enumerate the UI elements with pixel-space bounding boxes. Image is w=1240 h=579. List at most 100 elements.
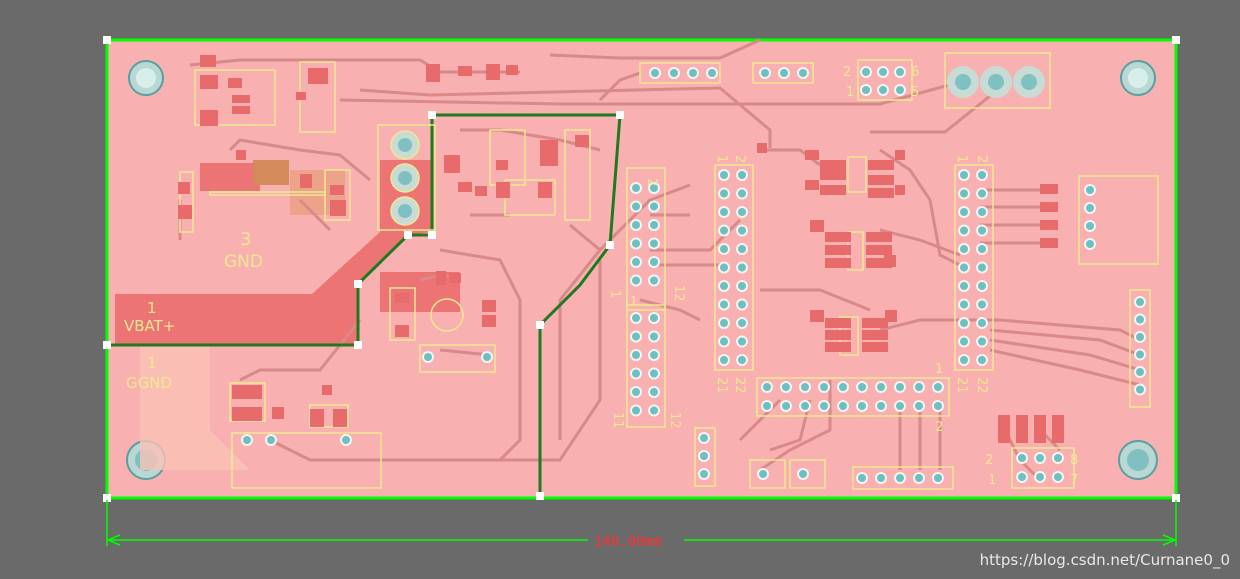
via-pad (648, 312, 660, 324)
via-pad (958, 187, 970, 200)
hdr-e-label-1: 1 (935, 362, 943, 377)
via-pad (894, 381, 906, 393)
via-pad (648, 349, 660, 361)
via-pad (976, 187, 988, 200)
via-pad (1052, 471, 1064, 483)
via-pad (759, 67, 771, 79)
via-pad (1052, 452, 1064, 464)
via-pad (648, 200, 660, 213)
via-pad (630, 330, 642, 343)
hdr-c-label-21: 21 (954, 377, 969, 394)
via-pad (481, 351, 493, 363)
via-pad (875, 381, 887, 393)
via-pad (958, 298, 970, 311)
hdr-b-label-22: 22 (732, 377, 747, 394)
via-pad (630, 386, 642, 398)
via-pad (718, 280, 730, 292)
hdr-g-label-1: 1 (988, 473, 996, 488)
via-pad (913, 472, 925, 484)
via-pad (648, 256, 660, 268)
via-pad (976, 317, 988, 329)
gnd-pad-number: 3 (240, 229, 251, 250)
via-pad (877, 84, 889, 96)
via-pad (718, 224, 730, 237)
ggnd-pad-number: 1 (147, 354, 157, 372)
via-pad (718, 335, 730, 348)
via-pad (630, 404, 642, 417)
via-pad (780, 400, 792, 412)
via-pad (668, 67, 680, 79)
via-pad (761, 381, 773, 393)
through-hole-pads (241, 66, 1146, 484)
via-pad (630, 349, 642, 361)
via-pad (958, 354, 970, 366)
via-pad (648, 274, 660, 287)
via-pad (1134, 366, 1146, 378)
via-pad (340, 434, 352, 446)
gnd-pad-label: GND (224, 252, 263, 272)
via-pad (958, 206, 970, 218)
via-pad (736, 206, 748, 218)
via-pad (648, 182, 660, 194)
via-pad (265, 434, 277, 446)
hdr-c-label-1: 1 (954, 155, 969, 163)
via-pad (718, 206, 730, 218)
via-pad (958, 243, 970, 255)
hdr-a-one-label: 1 (607, 290, 622, 298)
via-pad (1034, 471, 1046, 483)
hdr-f-label-1: 1 (846, 85, 854, 100)
via-pad (648, 386, 660, 398)
via-pad (630, 219, 642, 231)
hdr-d-label-12: 12 (667, 412, 682, 429)
split-handles (103, 36, 1180, 502)
via-pad (860, 66, 872, 78)
via-pad (976, 224, 988, 237)
hdr-g-label-2: 2 (985, 453, 993, 468)
via-pad (422, 351, 434, 363)
via-pad (736, 280, 748, 292)
via-pad (894, 400, 906, 412)
ggnd-pad-label: GGND (126, 374, 172, 392)
hdr-b-label-21: 21 (714, 377, 729, 394)
via-pad (698, 432, 710, 444)
via-pad (648, 404, 660, 417)
via-pad (736, 335, 748, 348)
via-pad (630, 200, 642, 213)
via-pad (1084, 220, 1096, 232)
via-pad (630, 256, 642, 268)
silkscreen-outlines (179, 52, 1159, 490)
via-pad (976, 243, 988, 255)
hdr-a-top-label: 2 (644, 178, 659, 186)
via-pad (1084, 238, 1096, 250)
vbat-pad-number: 1 (147, 299, 157, 317)
silkscreen-text: 3 GND 1 VBAT+ 1 GGND 2 12 1 2 1 22 21 2 … (124, 65, 1078, 488)
via-pad (736, 298, 748, 311)
hdr-f-label-2: 2 (843, 65, 851, 80)
via-pad (976, 169, 988, 181)
via-pad (837, 400, 849, 412)
via-pad (718, 243, 730, 255)
via-pad (875, 472, 887, 484)
via-pad (648, 237, 660, 250)
via-pad (932, 381, 944, 393)
via-pad (797, 67, 809, 79)
via-pad (799, 400, 811, 412)
traces (178, 38, 1141, 482)
hdr-f-label-6: 6 (911, 65, 919, 80)
via-pad (1134, 313, 1146, 326)
via-pad (860, 84, 872, 96)
power-connector-holes (390, 66, 1045, 226)
dimension-label: 140.00mm (594, 534, 661, 550)
via-pad (976, 206, 988, 218)
via-pad (736, 224, 748, 237)
via-pad (797, 468, 809, 480)
via-pad (778, 67, 790, 79)
hdr-c-label-22: 22 (974, 377, 989, 394)
via-pad (736, 169, 748, 181)
via-pad (1034, 452, 1046, 464)
via-pad (856, 472, 868, 484)
hdr-c-label-2: 2 (974, 155, 989, 163)
via-pad (630, 237, 642, 250)
hdr-e-label-2: 2 (935, 420, 943, 435)
